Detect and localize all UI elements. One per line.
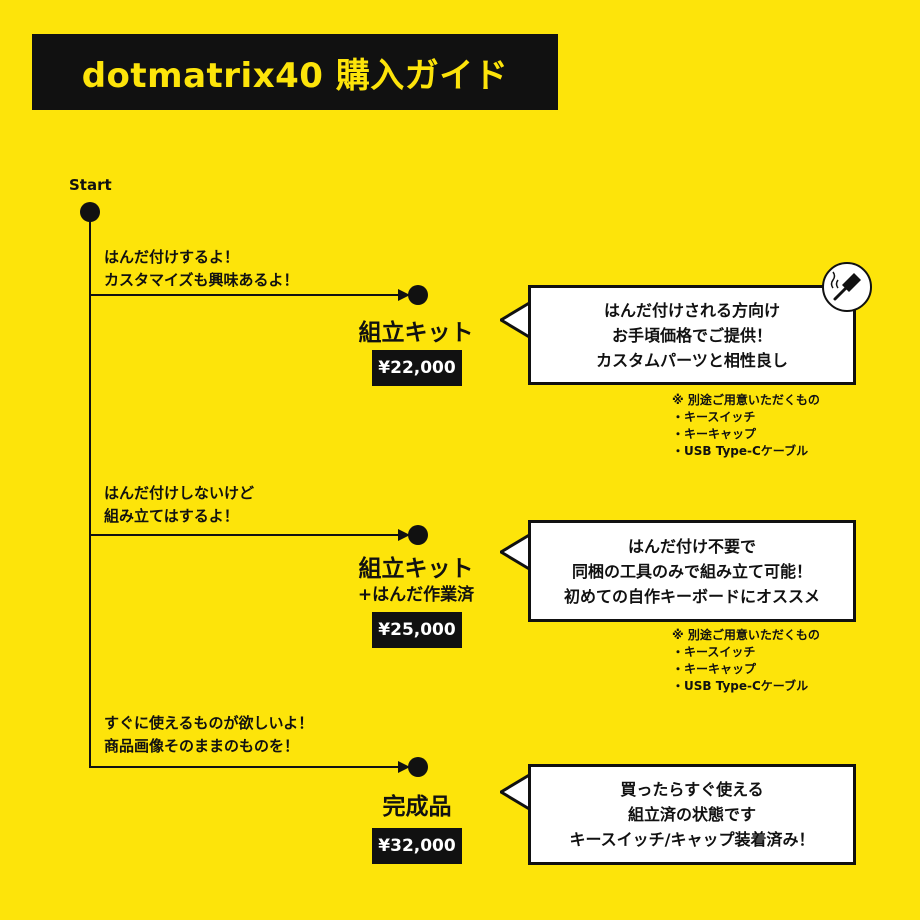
branch-3-arrowhead: [398, 761, 410, 773]
branch-2-bubble-tail: [500, 532, 532, 572]
title-bar: dotmatrix40 購入ガイド: [32, 34, 558, 110]
branch-2-line: [90, 534, 400, 536]
flow-trunk-line: [89, 212, 91, 768]
branch-1-bubble-line-3: カスタムパーツと相性良し: [596, 350, 788, 370]
branch-1-condition-line-1: はんだ付けするよ！: [104, 248, 240, 266]
branch-2-note-line-2: ・キースイッチ: [672, 645, 756, 659]
soldering-iron-icon: [822, 262, 872, 312]
branch-2-bubble-line-2: 同梱の工具のみで組み立て可能！: [571, 561, 812, 581]
branch-1-note-line-4: ・USB Type-Cケーブル: [672, 444, 809, 458]
branch-3-option-name: 完成品: [382, 794, 452, 820]
branch-2-arrowhead: [398, 529, 410, 541]
branch-1-price: ¥22,000: [372, 350, 462, 386]
branch-1-bubble: はんだ付けされる方向け お手頃価格でご提供！ カスタムパーツと相性良し: [528, 285, 856, 385]
branch-3-condition-line-2: 商品画像そのままのものを！: [104, 737, 300, 755]
branch-1-bubble-line-1: はんだ付けされる方向け: [603, 300, 780, 320]
branch-3-bubble-line-3: キースイッチ/キャップ装着済み！: [569, 830, 815, 849]
branch-2-note-line-4: ・USB Type-Cケーブル: [672, 679, 809, 693]
branch-1-bubble-line-2: お手頃価格でご提供！: [611, 325, 772, 345]
branch-3-line: [90, 766, 400, 768]
branch-3-condition-line-1: すぐに使えるものが欲しいよ！: [104, 714, 314, 732]
branch-1-note-line-1: ※ 別途ご用意いただくもの: [672, 393, 820, 407]
branch-3-dot: [408, 757, 428, 777]
branch-1-condition: はんだ付けするよ！ カスタマイズも興味あるよ！: [104, 246, 299, 292]
branch-2-condition-line-1: はんだ付けしないけど: [104, 484, 255, 502]
branch-2-note: ※ 別途ご用意いただくもの ・キースイッチ ・キーキャップ ・USB Type-…: [672, 627, 820, 695]
branch-2-note-line-3: ・キーキャップ: [672, 662, 757, 676]
branch-3-bubble-line-1: 買ったらすぐ使える: [620, 780, 764, 799]
branch-1-option-name: 組立キット: [358, 320, 474, 346]
branch-3-condition: すぐに使えるものが欲しいよ！ 商品画像そのままのものを！: [104, 712, 313, 758]
branch-2-price: ¥25,000: [372, 612, 462, 648]
branch-3-bubble-line-2: 組立済の状態です: [627, 805, 756, 824]
branch-2-bubble: はんだ付け不要で 同梱の工具のみで組み立て可能！ 初めての自作キーボードにオスス…: [528, 520, 856, 622]
branch-1-arrowhead: [398, 289, 410, 301]
page-title: dotmatrix40 購入ガイド: [81, 55, 509, 96]
branch-2-option-name: 組立キット: [358, 556, 474, 582]
branch-2-option-sub: +はんだ作業済: [357, 585, 475, 605]
branch-2-bubble-line-1: はんだ付け不要で: [627, 536, 756, 556]
branch-1-condition-line-2: カスタマイズも興味あるよ！: [104, 271, 299, 289]
branch-1-note: ※ 別途ご用意いただくもの ・キースイッチ ・キーキャップ ・USB Type-…: [672, 392, 820, 460]
branch-2-condition: はんだ付けしないけど 組み立てはするよ！: [104, 482, 254, 528]
branch-1-note-line-3: ・キーキャップ: [672, 427, 757, 441]
branch-3-bubble: 買ったらすぐ使える 組立済の状態です キースイッチ/キャップ装着済み！: [528, 764, 856, 865]
branch-2-note-line-1: ※ 別途ご用意いただくもの: [672, 628, 820, 642]
branch-2-dot: [408, 525, 428, 545]
branch-1-line: [90, 294, 400, 296]
branch-2-condition-line-2: 組み立てはするよ！: [104, 507, 239, 525]
branch-3-price: ¥32,000: [372, 828, 462, 864]
branch-1-note-line-2: ・キースイッチ: [672, 410, 756, 424]
branch-3-bubble-tail: [500, 772, 532, 812]
branch-2-bubble-line-3: 初めての自作キーボードにオススメ: [563, 586, 820, 606]
branch-1-bubble-tail: [500, 300, 532, 340]
start-label: Start: [69, 176, 112, 194]
branch-1-dot: [408, 285, 428, 305]
